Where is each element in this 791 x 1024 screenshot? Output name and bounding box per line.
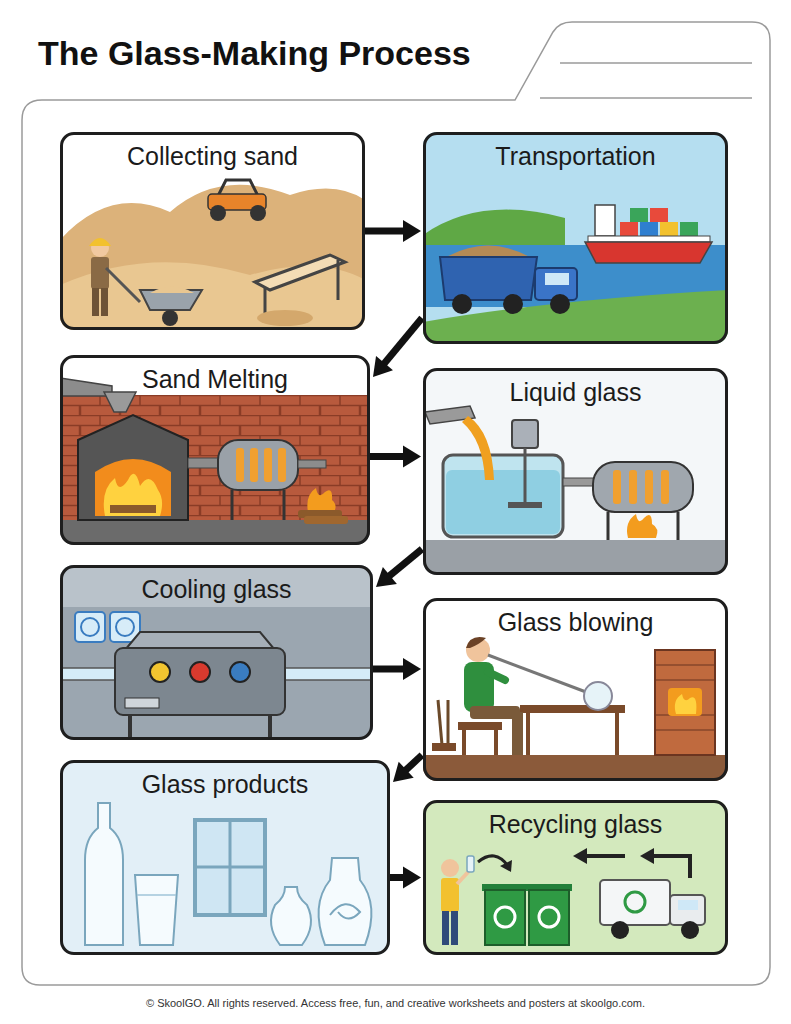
page-title: The Glass-Making Process: [38, 34, 471, 73]
flow-arrow: [370, 446, 421, 468]
recycling-scene: [423, 800, 728, 955]
panel-title: Sand Melting: [71, 364, 359, 394]
panel-title: Transportation: [434, 141, 717, 171]
flow-arrow: [376, 549, 422, 587]
step-panel: Glass blowing: [423, 598, 728, 781]
panel-title: Liquid glass: [434, 377, 717, 407]
date-line: [540, 97, 752, 99]
flow-arrow: [365, 220, 421, 242]
panel-title: Glass products: [71, 769, 379, 799]
panel-title: Recycling glass: [434, 809, 717, 839]
page-frame: [22, 22, 770, 985]
step-panel: Glass products: [60, 760, 390, 955]
flow-arrow: [373, 318, 422, 377]
flow-arrow: [390, 867, 421, 889]
step-panel: Recycling glass: [423, 800, 728, 955]
mixing-scene: [423, 368, 728, 575]
flow-arrow: [393, 755, 422, 782]
step-panel: Collecting sand: [60, 132, 365, 330]
panel-title: Glass blowing: [434, 607, 717, 637]
products-scene: [60, 760, 390, 955]
panel-title: Cooling glass: [71, 574, 362, 604]
copyright-note: © SkoolGO. All rights reserved. Access f…: [20, 997, 771, 1009]
panel-title: Collecting sand: [71, 141, 354, 171]
cooling-scene: [60, 565, 373, 740]
name-line: [560, 62, 752, 64]
blowing-scene: [423, 598, 728, 781]
step-panel: Sand Melting: [60, 355, 370, 545]
transport-scene: [423, 132, 728, 344]
step-panel: Transportation: [423, 132, 728, 344]
step-panel: Liquid glass: [423, 368, 728, 575]
flow-arrow: [373, 658, 421, 680]
step-panel: Cooling glass: [60, 565, 373, 740]
sand-scene: [60, 132, 365, 330]
furnace-scene: [60, 355, 370, 545]
